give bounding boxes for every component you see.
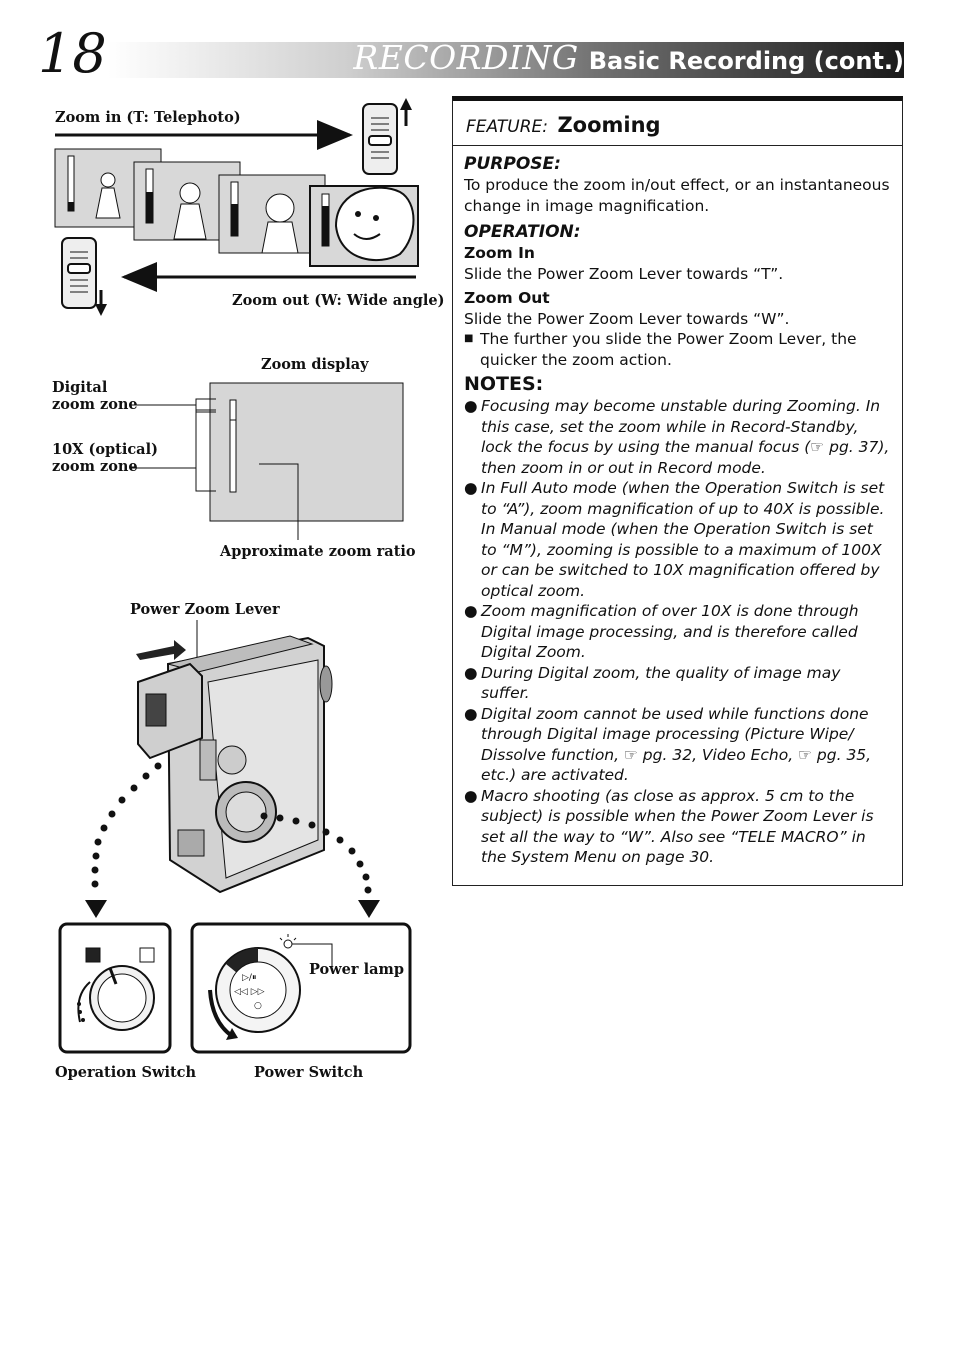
zoom-display-diagram: [130, 382, 404, 540]
optical-zone-label-1: 10X (optical): [52, 441, 158, 458]
zoom-out-text: Slide the Power Zoom Lever towards “W”.: [464, 309, 790, 328]
power-zoom-lever-label: Power Zoom Lever: [130, 601, 280, 618]
note-item: ●Focusing may become unstable during Zoo…: [464, 397, 890, 477]
zoom-sequence-illustration: [54, 98, 419, 316]
header-bar: [108, 42, 904, 78]
svg-text:▷/⏸: ▷/⏸: [242, 973, 256, 983]
operation-switch-illustration: [58, 922, 172, 1054]
note-text: Zoom magnification of over 10X is done t…: [481, 602, 859, 661]
note-item: ●Macro shooting (as close as approx. 5 c…: [464, 786, 874, 867]
zoom-out-heading: Zoom Out: [464, 289, 550, 307]
section-subtitle: Basic Recording (cont.): [588, 47, 904, 75]
note-item: ●Digital zoom cannot be used while funct…: [464, 704, 872, 785]
operation-heading: OPERATION:: [464, 222, 581, 242]
approx-zoom-ratio-label: Approximate zoom ratio: [220, 543, 416, 560]
power-lamp-label: Power lamp: [309, 961, 404, 978]
digital-zone-label-2: zoom zone: [52, 396, 138, 413]
optical-zone-label-2: zoom zone: [52, 458, 138, 475]
note-text: Focusing may become unstable during Zoom…: [481, 397, 890, 477]
operation-bullet: ■The further you slide the Power Zoom Le…: [464, 330, 857, 369]
power-switch-label: Power Switch: [254, 1064, 364, 1081]
power-switch-illustration: ▷/⏸ ◁◁ ▷▷ ○: [190, 922, 412, 1054]
zoom-in-heading: Zoom In: [464, 244, 535, 262]
purpose-heading: PURPOSE:: [464, 154, 561, 174]
feature-label: FEATURE:: [466, 117, 549, 137]
notes-heading: NOTES:: [464, 373, 544, 395]
zoom-in-text: Slide the Power Zoom Lever towards “T”.: [464, 264, 784, 283]
operation-bullet-text: The further you slide the Power Zoom Lev…: [480, 330, 857, 369]
note-text: Digital zoom cannot be used while functi…: [481, 704, 872, 785]
feature-body: PURPOSE: To produce the zoom in/out effe…: [464, 153, 892, 868]
purpose-text: To produce the zoom in/out effect, or an…: [464, 176, 890, 215]
notes-list: ●Focusing may become unstable during Zoo…: [464, 396, 892, 868]
note-item: ●In Full Auto mode (when the Operation S…: [464, 479, 885, 600]
feature-title: Zooming: [557, 113, 661, 137]
zoom-out-label: Zoom out (W: Wide angle): [232, 292, 445, 309]
page-number: 18: [38, 22, 107, 85]
zoom-display-label: Zoom display: [261, 356, 369, 373]
feature-header: FEATURE: Zooming: [453, 101, 902, 146]
camcorder-illustration: [85, 620, 380, 918]
svg-text:○: ○: [254, 1001, 262, 1011]
note-item: ●Zoom magnification of over 10X is done …: [464, 602, 859, 661]
svg-text:◁◁ ▷▷: ◁◁ ▷▷: [234, 987, 265, 997]
operation-switch-label: Operation Switch: [55, 1064, 197, 1081]
zoom-in-label: Zoom in (T: Telephoto): [55, 109, 241, 126]
note-text: During Digital zoom, the quality of imag…: [481, 663, 841, 703]
section-title: RECORDING: [353, 38, 579, 77]
page-title: RECORDING Basic Recording (cont.): [353, 38, 904, 80]
note-text: In Full Auto mode (when the Operation Sw…: [481, 479, 885, 600]
note-item: ●During Digital zoom, the quality of ima…: [464, 663, 841, 703]
digital-zone-label-1: Digital: [52, 379, 108, 396]
note-text: Macro shooting (as close as approx. 5 cm…: [481, 786, 874, 867]
feature-label-row: FEATURE: Zooming: [466, 113, 661, 137]
feature-box: FEATURE: Zooming PURPOSE: To produce the…: [452, 96, 903, 886]
